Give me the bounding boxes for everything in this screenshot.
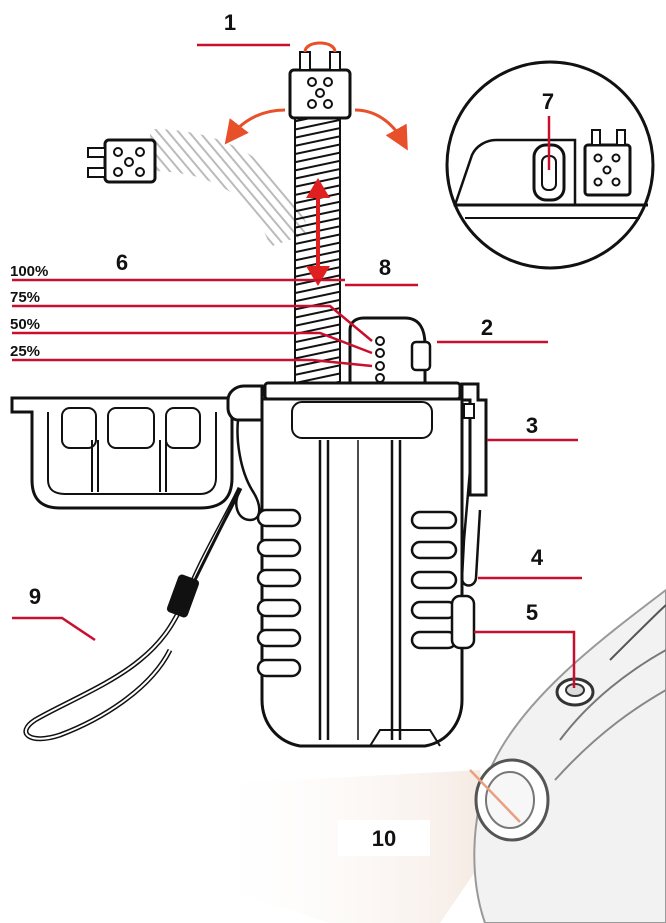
rotate-left-arrow	[224, 108, 286, 145]
label-box-10	[338, 820, 430, 856]
head-bent	[87, 138, 157, 184]
callout-3: 3	[526, 413, 538, 438]
leader-lines	[12, 43, 582, 823]
callout-2: 2	[481, 315, 493, 340]
battery-level-100: 100%	[10, 263, 48, 280]
gooseneck	[149, 114, 341, 386]
battery-leds	[375, 336, 385, 383]
rotate-right-arrow	[354, 108, 408, 151]
lanyard	[23, 486, 243, 742]
closeup-view	[473, 588, 666, 923]
callout-labels: 1 2 3 4 5 6 7 8 9 10	[29, 10, 554, 851]
callout-9: 9	[29, 584, 41, 609]
callout-5: 5	[526, 600, 538, 625]
folded-clip	[10, 396, 247, 510]
extend-arrow	[306, 178, 330, 286]
right-clip	[460, 382, 488, 587]
callout-1: 1	[224, 10, 236, 35]
callout-6: 6	[116, 250, 128, 275]
callout-7: 7	[542, 89, 554, 114]
callout-8: 8	[379, 255, 391, 280]
callout-4: 4	[531, 545, 544, 570]
battery-level-labels: 100% 75% 50% 25%	[10, 263, 48, 360]
head-top	[288, 41, 352, 120]
hinge	[226, 384, 264, 522]
callout-10: 10	[372, 826, 396, 851]
battery-level-50: 50%	[10, 316, 40, 333]
main-body	[256, 316, 476, 748]
battery-level-25: 25%	[10, 343, 40, 360]
battery-level-75: 75%	[10, 289, 40, 306]
